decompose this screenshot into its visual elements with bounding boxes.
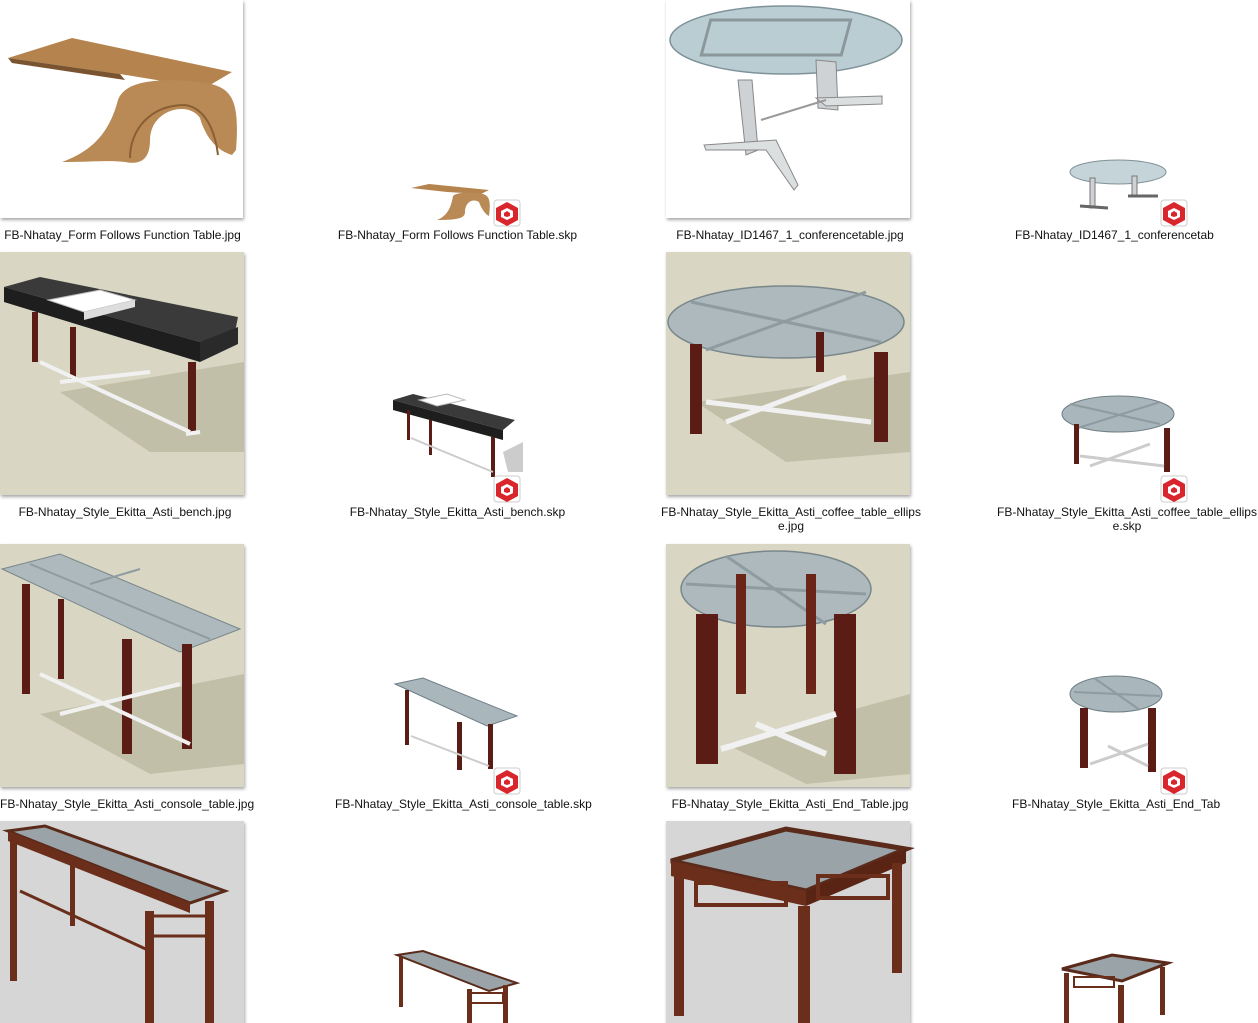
file-name: FB-Nhatay_Style_Ekitta_Asti_coffee_table…: [661, 505, 921, 533]
file-thumbnail: [0, 821, 244, 1023]
file-thumbnail: [666, 544, 910, 787]
file-item[interactable]: FB-Nhatay_Form Follows Function Table.sk…: [335, 0, 580, 250]
file-name: FB-Nhatay_Style_Ekitta_Asti_console_tabl…: [0, 797, 255, 811]
coffee-table-preview: [1061, 395, 1175, 472]
sketchup-file-icon: [493, 199, 521, 227]
glass-table-preview: [669, 5, 903, 191]
wood-console-preview: [393, 949, 521, 1023]
file-item[interactable]: FB-Nhatay_Style_Ekitta_Asti_bench.skp: [335, 252, 580, 537]
file-item[interactable]: FB-Nhatay_ID1467_1_conferencetable.jpg: [665, 0, 915, 250]
glass-table-preview: [1069, 159, 1167, 210]
file-name: FB-Nhatay_Style_Ekitta_Asti_coffee_table…: [997, 505, 1257, 533]
file-item[interactable]: FB-Nhatay_Style_Ekitta_Asti_End_Table.jp…: [665, 544, 915, 819]
file-thumbnail: [666, 252, 910, 495]
file-thumbnail: [0, 0, 243, 218]
sketchup-file-icon: [1160, 199, 1188, 227]
file-item[interactable]: FB-Nhatay_Style_Ekitta_Asti_bench.jpg: [0, 252, 250, 537]
bench-preview: [4, 277, 244, 452]
sketchup-file-icon: [493, 767, 521, 795]
file-thumbnail: [393, 949, 523, 1023]
file-thumbnail: [393, 676, 523, 771]
file-item[interactable]: FB-Nhatay_ID1467_1_conferencetab: [1000, 0, 1214, 250]
sketchup-file-icon: [493, 475, 521, 503]
file-item[interactable]: FB-Nhatay_Style_Ekitta_Asti_coffee_table…: [990, 252, 1257, 537]
file-thumbnail: [666, 0, 910, 218]
end-table-preview: [680, 550, 910, 784]
file-thumbnail: [0, 544, 244, 787]
wood-console-preview: [2, 824, 230, 1023]
console-table-preview: [0, 553, 244, 774]
file-item[interactable]: [665, 821, 915, 1023]
file-item[interactable]: FB-Nhatay_Style_Ekitta_Asti_coffee_table…: [660, 252, 925, 537]
file-thumbnail: [1068, 156, 1168, 222]
file-thumbnail: [1060, 951, 1174, 1023]
file-item[interactable]: FB-Nhatay_Style_Ekitta_Asti_console_tabl…: [0, 544, 255, 819]
file-item[interactable]: [0, 821, 250, 1023]
file-item[interactable]: FB-Nhatay_Style_Ekitta_Asti_End_Tab: [990, 544, 1220, 819]
wood-table-preview: [8, 38, 237, 163]
file-thumbnail: [393, 392, 523, 482]
file-name: FB-Nhatay_Style_Ekitta_Asti_console_tabl…: [335, 797, 592, 811]
file-thumbnail: [407, 180, 497, 225]
dining-table-preview: [670, 826, 915, 1023]
file-name: FB-Nhatay_Style_Ekitta_Asti_bench.skp: [349, 505, 566, 519]
dining-table-preview: [1061, 953, 1174, 1023]
wood-table-preview: [411, 184, 490, 220]
sketchup-file-icon: [1160, 475, 1188, 503]
file-item[interactable]: [335, 821, 580, 1023]
file-thumbnail: [0, 252, 244, 495]
end-table-preview: [1069, 675, 1163, 772]
file-name: FB-Nhatay_ID1467_1_conferencetable.jpg: [676, 228, 904, 242]
file-name: FB-Nhatay_Form Follows Function Table.jp…: [4, 228, 241, 242]
file-name: FB-Nhatay_Style_Ekitta_Asti_End_Tab: [1012, 797, 1221, 811]
file-name: FB-Nhatay_Style_Ekitta_Asti_bench.jpg: [18, 505, 232, 519]
file-thumbnail: [1060, 394, 1190, 480]
file-name: FB-Nhatay_Form Follows Function Table.sk…: [337, 228, 578, 242]
bench-preview: [393, 393, 523, 477]
sketchup-file-icon: [1160, 767, 1188, 795]
coffee-table-preview: [667, 285, 910, 462]
file-name: FB-Nhatay_ID1467_1_conferencetab: [1015, 228, 1214, 242]
file-thumbnail: [666, 821, 915, 1023]
console-table-preview: [393, 677, 519, 770]
file-item[interactable]: FB-Nhatay_Style_Ekitta_Asti_console_tabl…: [335, 544, 592, 819]
file-item[interactable]: FB-Nhatay_Form Follows Function Table.jp…: [0, 0, 245, 250]
file-name: FB-Nhatay_Style_Ekitta_Asti_End_Table.jp…: [671, 797, 909, 811]
file-thumbnail: [1068, 674, 1178, 774]
file-item[interactable]: [990, 821, 1204, 1023]
